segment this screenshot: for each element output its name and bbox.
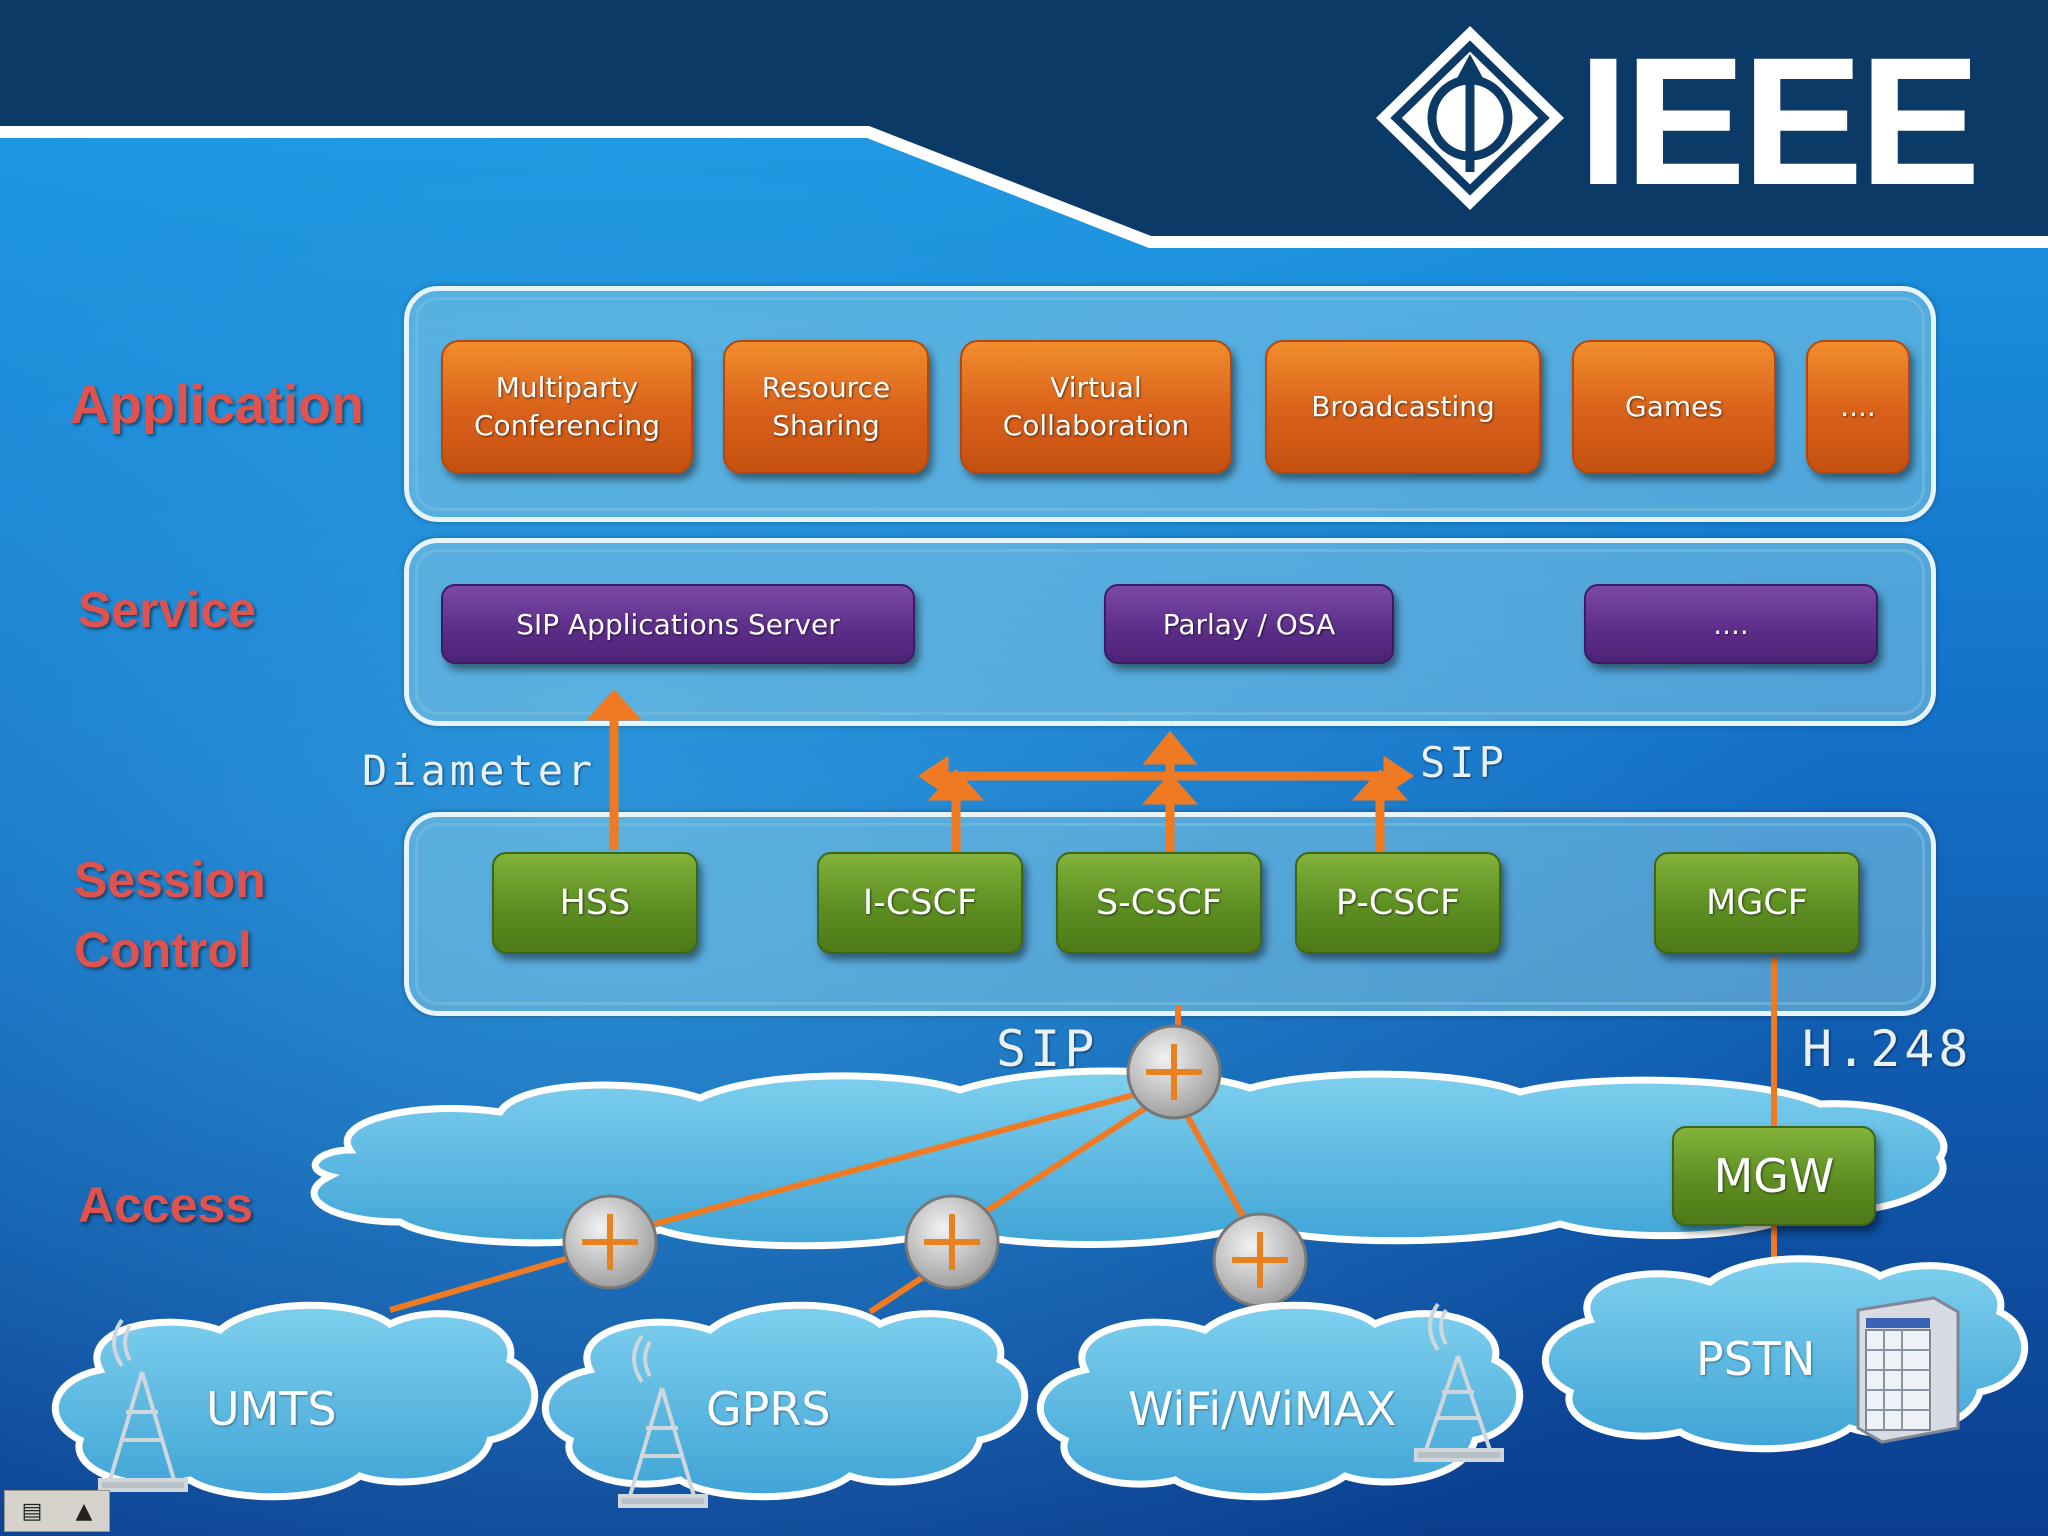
- service-parlay-osa: Parlay / OSA: [1104, 584, 1394, 664]
- layer-label-access: Access: [78, 1177, 254, 1233]
- session-p-cscf: P-CSCF: [1295, 852, 1501, 954]
- layer-label-session-control: Session Control: [74, 852, 266, 978]
- network-umts-label: UMTS: [206, 1382, 337, 1436]
- service-sip-applications-server: SIP Applications Server: [441, 584, 915, 664]
- app-broadcasting: Broadcasting: [1265, 340, 1541, 474]
- network-pstn-label: PSTN: [1696, 1332, 1816, 1386]
- app-virtual-collaboration: Virtual Collaboration: [960, 340, 1232, 474]
- ieee-logo-icon: [1376, 26, 1564, 210]
- app-multiparty-conferencing: Multiparty Conferencing: [441, 340, 693, 474]
- scroll-up-icon[interactable]: ▲: [75, 1498, 93, 1524]
- protocol-sip-label: SIP: [1420, 738, 1508, 787]
- app-games: Games: [1572, 340, 1776, 474]
- layer-label-service: Service: [78, 582, 256, 638]
- slide-menu-icon[interactable]: ▤: [21, 1498, 43, 1524]
- protocol-sip-access-label: SIP: [996, 1020, 1099, 1078]
- session-mgcf: MGCF: [1654, 852, 1860, 954]
- app-more: ....: [1806, 340, 1910, 474]
- app-resource-sharing: Resource Sharing: [723, 340, 929, 474]
- network-wifi-wimax-label: WiFi/WiMAX: [1128, 1382, 1397, 1436]
- ieee-logo-text: IEEE: [1578, 19, 1981, 223]
- layer-label-application: Application: [70, 375, 364, 435]
- session-hss: HSS: [492, 852, 698, 954]
- protocol-diameter-label: Diameter: [362, 746, 597, 795]
- service-more: ....: [1584, 584, 1878, 664]
- gateway-mgw: MGW: [1672, 1126, 1876, 1226]
- session-i-cscf: I-CSCF: [817, 852, 1023, 954]
- protocol-h248-label: H.248: [1802, 1020, 1973, 1078]
- session-s-cscf: S-CSCF: [1056, 852, 1262, 954]
- slide-viewer-controls[interactable]: ▤ ▲: [4, 1490, 110, 1532]
- network-gprs-label: GPRS: [706, 1382, 831, 1436]
